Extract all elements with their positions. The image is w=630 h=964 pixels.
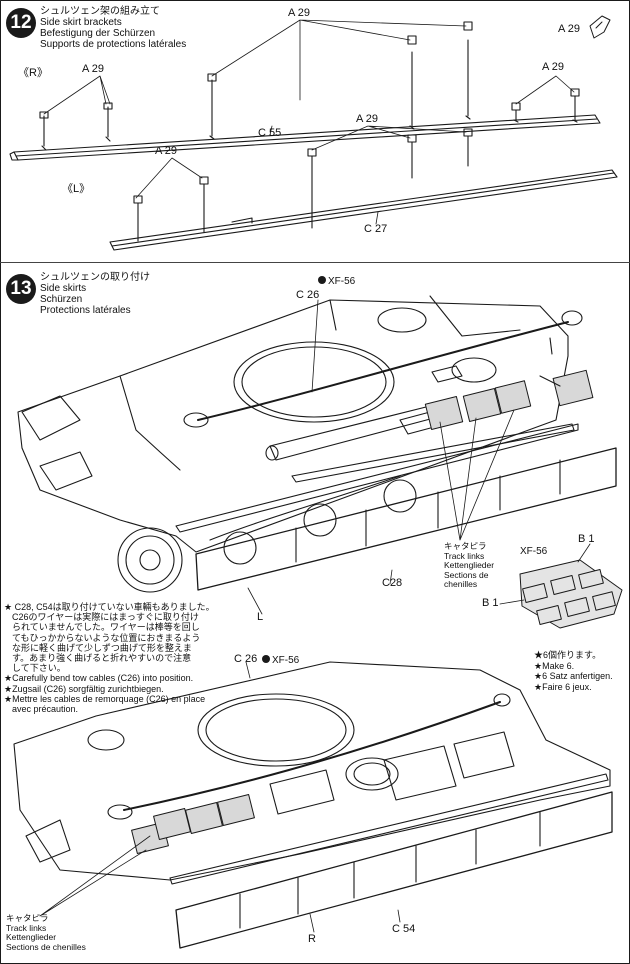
make-quantity-note: ★6個作ります。 ★Make 6. ★6 Satz anfertigen. ★F… bbox=[534, 650, 613, 692]
left-side-label: 《L》 bbox=[62, 183, 91, 195]
assembly-note: ★ C28, C54は取り付けていない車輛もありました。 C26のワイヤーは実際… bbox=[4, 602, 215, 715]
part-label-a29: A 29 bbox=[155, 145, 178, 157]
part-label-a29: A 29 bbox=[558, 23, 581, 35]
part-label-c28: C28 bbox=[382, 577, 403, 589]
part-label-c54: C 54 bbox=[392, 923, 416, 935]
title-de: Schürzen bbox=[40, 294, 83, 305]
title-de: Befestigung der Schürzen bbox=[40, 28, 156, 39]
side-letter-r: R bbox=[308, 933, 316, 945]
right-side-label: 《R》 bbox=[18, 67, 48, 79]
title-en: Side skirt brackets bbox=[40, 17, 122, 28]
title-fr: Supports de protections latérales bbox=[40, 39, 187, 50]
step-12-title: シュルツェン架の組み立て Side skirt brackets Befesti… bbox=[40, 6, 186, 50]
hull-bottom-drawing bbox=[13, 661, 613, 949]
part-label-c26: C 26 bbox=[296, 289, 320, 301]
paint-code: XF-56 bbox=[272, 655, 300, 666]
track-detail-drawing bbox=[519, 559, 623, 629]
step-number-13: 13 bbox=[6, 274, 36, 304]
title-jp: シュルツェンの取り付け bbox=[40, 272, 150, 283]
paint-swatch: XF-56 bbox=[318, 276, 355, 287]
paint-code: XF-56 bbox=[520, 546, 548, 557]
part-label-c55: C 55 bbox=[258, 127, 282, 139]
title-fr: Protections latérales bbox=[40, 305, 131, 316]
rail-right-c55 bbox=[9, 21, 601, 161]
paint-dot-icon bbox=[262, 655, 270, 663]
step-divider bbox=[0, 262, 630, 263]
title-en: Side skirts bbox=[40, 283, 87, 294]
track-links-label-top: キャタピラ Track links Kettenglieder Sections… bbox=[444, 541, 495, 589]
part-label-a29: A 29 bbox=[82, 63, 105, 75]
hull-top-drawing bbox=[17, 295, 617, 593]
step-13-title: シュルツェンの取り付け Side skirts Schürzen Protect… bbox=[40, 272, 150, 316]
title-jp: シュルツェン架の組み立て bbox=[40, 6, 160, 17]
paint-dot-icon bbox=[318, 276, 326, 284]
paint-swatch-detail: XF-56 bbox=[520, 546, 547, 557]
part-label-a29: A 29 bbox=[542, 61, 565, 73]
part-label-b1: B 1 bbox=[482, 597, 499, 609]
track-links-label-bottom: キャタピラ Track links Kettenglieder Sections… bbox=[6, 913, 86, 952]
part-label-c26: C 26 bbox=[234, 653, 258, 665]
part-label-b1: B 1 bbox=[578, 533, 595, 545]
part-label-c27: C 27 bbox=[364, 223, 388, 235]
part-label-a29: A 29 bbox=[356, 113, 379, 125]
paint-code: XF-56 bbox=[328, 276, 356, 287]
step-number-12: 12 bbox=[6, 8, 36, 38]
part-label-a29: A 29 bbox=[288, 7, 311, 19]
side-letter-l: L bbox=[257, 611, 264, 623]
paint-swatch-bottom: XF-56 bbox=[262, 655, 299, 666]
